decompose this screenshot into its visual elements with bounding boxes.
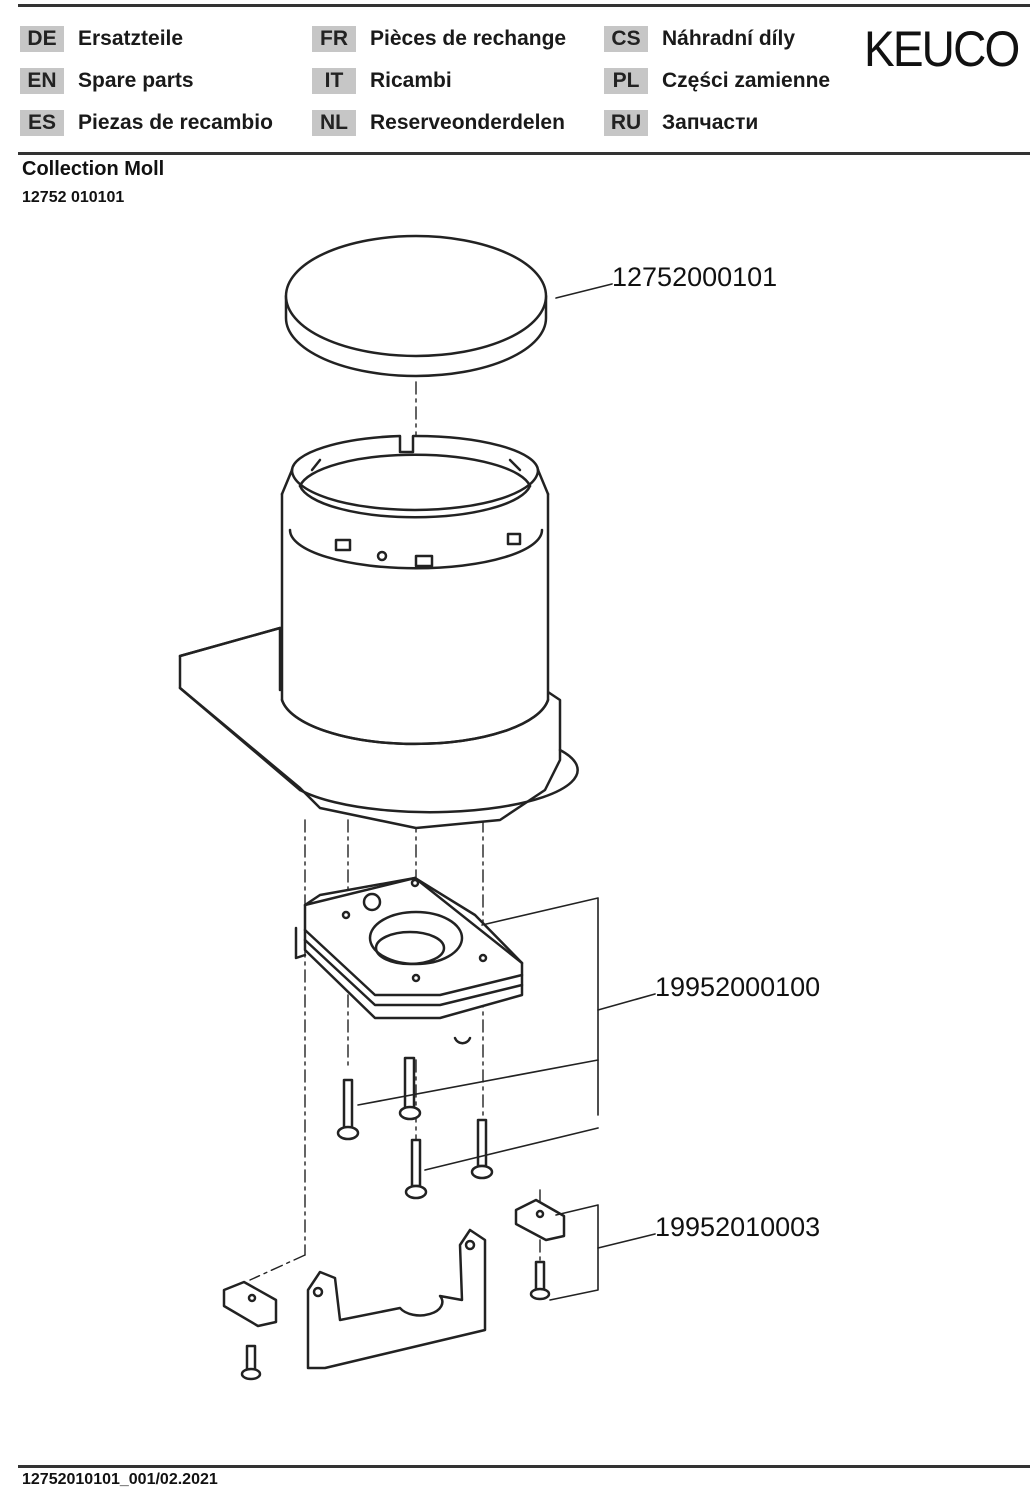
clamp-right (514, 1198, 566, 1242)
lang-label: Náhradní díly (662, 27, 796, 50)
mounting-plate (294, 876, 524, 1045)
lang-label: Części zamienne (662, 69, 831, 92)
lang-row-es: ES Piezas de recambio (20, 109, 273, 137)
part-number-label: 12752000101 (612, 262, 777, 292)
lang-row-de: DE Ersatzteile (20, 25, 183, 53)
lang-label: Ersatzteile (78, 27, 184, 50)
screw-set (240, 1056, 551, 1381)
lang-code: DE (20, 26, 64, 52)
wall-bracket (306, 1228, 487, 1370)
exploded-view-drawing: 12752000101 19952000100 19952010003 (178, 234, 820, 1381)
header-top-rule (18, 4, 1030, 7)
part-number-label: 19952010003 (655, 1212, 820, 1242)
lang-label: Ricambi (370, 69, 452, 92)
lang-label: Pièces de rechange (370, 27, 567, 50)
footer-rule (18, 1465, 1030, 1468)
holder-body (178, 434, 579, 830)
lang-label: Piezas de recambio (78, 111, 273, 134)
lang-code: EN (20, 68, 64, 94)
lang-row-ru: RU Запчасти (604, 109, 758, 137)
lang-row-en: EN Spare parts (20, 67, 194, 95)
lid-part (284, 234, 548, 378)
leader-lines (357, 283, 656, 1301)
lang-code: FR (312, 26, 356, 52)
lang-row-pl: PL Części zamienne (604, 67, 830, 95)
lang-row-cs: CS Náhradní díly (604, 25, 795, 53)
lang-code: RU (604, 110, 648, 136)
part-number-label: 19952000100 (655, 972, 820, 1002)
lang-code: ES (20, 110, 64, 136)
lang-code: PL (604, 68, 648, 94)
lang-code: IT (312, 68, 356, 94)
lang-row-it: IT Ricambi (312, 67, 452, 95)
lang-label: Запчасти (662, 111, 759, 134)
header-bottom-rule (18, 152, 1030, 155)
lang-label: Reserveonderdelen (370, 111, 565, 134)
footer-reference: 12752010101_001/02.2021 (22, 1471, 218, 1488)
lang-row-nl: NL Reserveonderdelen (312, 109, 565, 137)
lang-label: Spare parts (78, 69, 194, 92)
lang-code: CS (604, 26, 648, 52)
lang-code: NL (312, 110, 356, 136)
brand-logo: KEUCO (864, 21, 1020, 77)
clamp-left (222, 1280, 278, 1328)
lang-row-fr: FR Pièces de rechange (312, 25, 566, 53)
document-title: Collection Moll (22, 158, 165, 180)
document-number: 12752 010101 (22, 189, 125, 206)
